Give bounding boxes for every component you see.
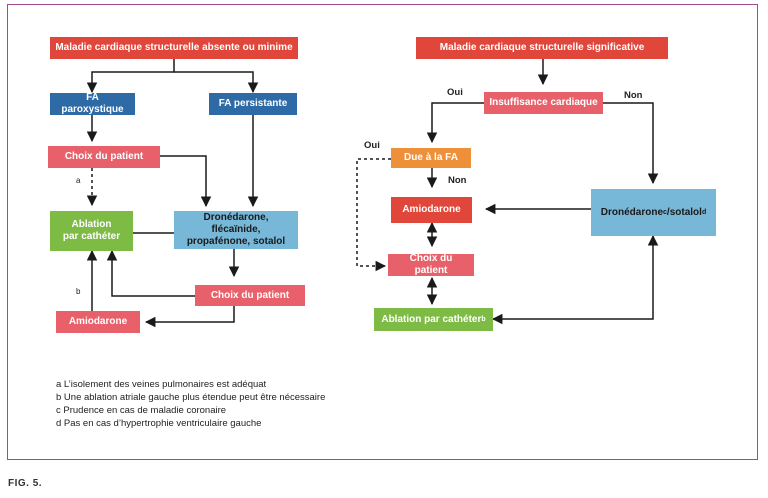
box-choix-patient-3: Choix du patient <box>388 253 474 276</box>
box-insuffisance-cardiaque: Insuffisance cardiaque <box>484 92 603 114</box>
footnotes: a L’isolement des veines pulmonaires est… <box>56 378 325 430</box>
arrow-choix-to-dronedarone <box>160 155 212 208</box>
label-non-2: Non <box>448 175 467 186</box>
label-oui-2: Oui <box>364 140 380 151</box>
box-structural-absent: Maladie cardiaque structurelle absente o… <box>50 37 298 59</box>
arrow-duefa-to-choix-dashed <box>356 158 391 272</box>
box-amiodarone-right: Amiodarone <box>391 197 472 223</box>
figure-label: FIG. 5. <box>8 478 43 489</box>
arrow-top-to-persist <box>174 71 259 94</box>
dronedarone-right-text: Dronédarone <box>600 206 664 218</box>
box-due-fa: Due à la FA <box>391 148 471 168</box>
arrow-top-to-parox <box>86 59 175 94</box>
figure-frame <box>7 4 758 460</box>
label-oui-1: Oui <box>447 87 463 98</box>
footnote-a-text: a L’isolement des veines pulmonaires est… <box>56 379 267 390</box>
sotalol-text: /sotalol <box>666 206 702 218</box>
box-ablation-left: Ablation par cathéter <box>50 211 133 251</box>
ablation-left-line2: par cathéter <box>62 231 121 242</box>
dronedarone-left-line2: propafénone, sotalol <box>186 236 286 247</box>
ablation-right-text: Ablation par cathéter <box>381 313 482 325</box>
ablation-left-line1: Ablation <box>71 219 112 230</box>
footnote-c-text: c Prudence en cas de maladie coronaire <box>56 405 227 416</box>
arrow-insuff-oui <box>426 102 484 144</box>
arrow-choix-to-ablation <box>106 249 195 297</box>
arrow-ablation-dronedarone <box>491 234 659 325</box>
box-fa-persistante: FA persistante <box>209 93 297 115</box>
footnote-b-text: b Une ablation atriale gauche plus étend… <box>56 392 326 403</box>
dronedarone-left-line1: Dronédarone, flécaïnide, <box>203 212 269 235</box>
box-amiodarone-left: Amiodarone <box>56 311 140 333</box>
label-a: a <box>76 176 81 185</box>
box-choix-patient-2: Choix du patient <box>195 285 305 306</box>
box-structural-significant: Maladie cardiaque structurelle significa… <box>416 37 668 59</box>
label-non-1: Non <box>624 90 643 101</box>
label-b: b <box>76 287 81 296</box>
footnote-d-text: d Pas en cas d’hypertrophie ventriculair… <box>56 418 262 429</box>
box-choix-patient-1: Choix du patient <box>48 146 160 168</box>
box-dronedarone-left: Dronédarone, flécaïnide, propafénone, so… <box>174 211 298 249</box>
arrow-insuff-non <box>603 102 659 185</box>
arrow-choix-to-amiodarone <box>144 306 235 328</box>
box-fa-paroxystique: FA paroxystique <box>50 92 135 115</box>
